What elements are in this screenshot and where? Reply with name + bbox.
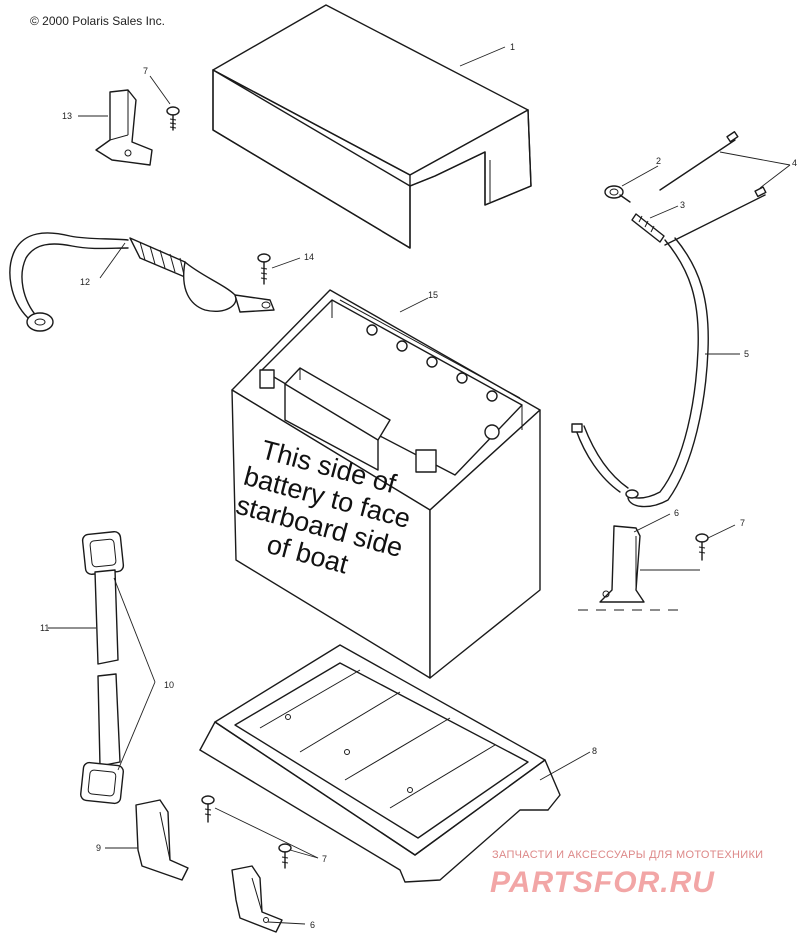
callout-3: 3 [680,200,685,210]
part-bolt-7-top[interactable] [166,106,180,131]
callout-12: 12 [80,277,90,287]
callout-7-right: 7 [740,518,745,528]
part-battery-tray-8[interactable] [199,644,561,883]
part-bracket-6-right[interactable] [599,525,645,603]
callout-10: 10 [164,680,174,690]
part-bracket-13[interactable] [95,89,153,166]
watermark-subtitle: ЗАПЧАСТИ И АКСЕССУАРЫ ДЛЯ МОТОТЕХНИКИ [492,849,763,861]
part-bolt-7-bottom[interactable] [278,843,292,869]
part-negative-cable-12[interactable] [9,232,275,332]
callout-leaders [48,46,791,925]
callout-11: 11 [40,623,49,633]
callout-7-bottom: 7 [322,854,327,864]
part-bolt-14[interactable] [257,253,271,285]
watermark-brand: PARTSFOR.RU [490,866,715,899]
copyright-notice: © 2000 Polaris Sales Inc. [30,14,165,28]
part-bolt-7-bottom-left[interactable] [201,795,215,823]
callout-9: 9 [96,843,101,853]
callout-13: 13 [62,111,72,121]
callout-8: 8 [592,746,597,756]
part-bolt-7-right[interactable] [695,533,709,561]
watermark: ЗАПЧАСТИ И АКСЕССУАРЫ ДЛЯ МОТОТЕХНИКИ PA… [490,849,763,899]
part-bracket-6-bottom[interactable] [231,865,283,933]
callout-2: 2 [656,156,661,166]
callout-5: 5 [744,349,749,359]
callout-7-top: 7 [143,66,148,76]
part-connector-3[interactable] [631,213,665,243]
callout-4: 4 [792,158,797,168]
part-battery-15[interactable] [231,289,541,679]
callout-15: 15 [428,290,438,300]
part-battery-cover[interactable] [212,4,532,249]
callout-6-right: 6 [674,508,679,518]
callout-6-bottom: 6 [310,920,315,930]
callout-labels: 1 7 13 2 4 3 14 12 15 5 6 7 11 10 8 9 7 … [40,42,797,930]
callout-14: 14 [304,252,314,262]
part-positive-cable-5[interactable] [571,237,709,508]
part-strap-11[interactable] [80,531,125,805]
callout-1: 1 [510,42,515,52]
part-terminal-2[interactable] [604,185,631,203]
part-bolts-4[interactable] [659,131,767,246]
part-bracket-9[interactable] [135,799,189,881]
